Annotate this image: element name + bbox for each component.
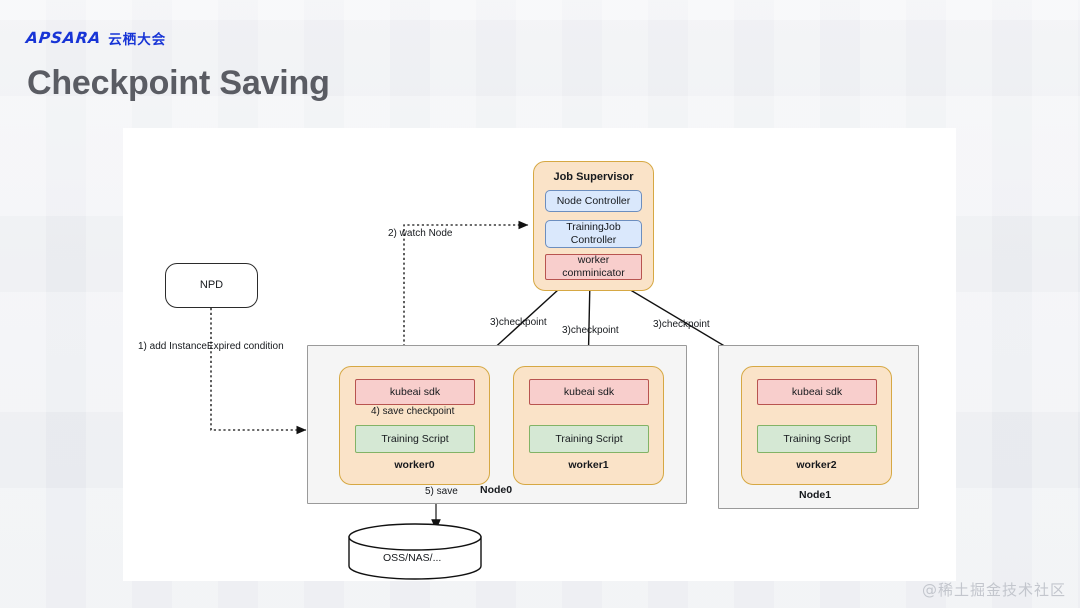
edge-label-step3-b: 3)checkpoint [562,325,619,336]
group-node0-label: Node0 [480,484,513,496]
worker0-kubeai-sdk-box: kubeai sdk [355,379,475,405]
worker1-kubeai-sdk-label: kubeai sdk [563,385,615,398]
worker-communicator-label: worker comminicator [562,254,625,279]
edge-label-step1: 1) add InstanceExpired condition [138,341,284,352]
worker1-training-script-box: Training Script [529,425,649,453]
worker0-label: worker0 [394,459,435,471]
edge-label-step2: 2) watch Node [388,228,453,239]
worker2-kubeai-sdk-label: kubeai sdk [791,385,843,398]
edge-label-step4: 4) save checkpoint [371,406,455,417]
trainingjob-controller-box: TrainingJob Controller [545,220,642,248]
worker2-label: worker2 [796,459,837,471]
worker2-training-script-label: Training Script [783,432,851,445]
npd-label: NPD [199,278,224,291]
npd-box: NPD [165,263,258,308]
job-supervisor-title: Job Supervisor [553,171,634,183]
edge-label-step5: 5) save [425,486,458,497]
worker-communicator-box: worker comminicator [545,254,642,280]
trainingjob-controller-label: TrainingJob Controller [566,221,621,246]
group-node1-label: Node1 [799,489,832,501]
watermark: @稀土掘金技术社区 [921,581,1066,599]
storage-label: OSS/NAS/... [383,552,442,564]
brand-chinese-text: 云栖大会 [108,32,167,48]
job-supervisor-box: Job Supervisor Node Controller TrainingJ… [533,161,654,291]
worker0-training-script-label: Training Script [381,432,449,445]
node-controller-box: Node Controller [545,190,642,212]
worker1-box: kubeai sdk Training Script worker1 [513,366,664,485]
worker0-box: kubeai sdk Training Script worker0 [339,366,490,485]
worker0-training-script-box: Training Script [355,425,475,453]
worker2-kubeai-sdk-box: kubeai sdk [757,379,877,405]
storage-cylinder-shape [348,523,482,580]
node-controller-label: Node Controller [556,194,631,207]
worker2-training-script-box: Training Script [757,425,877,453]
edge-label-step3-a: 3)checkpoint [490,317,547,328]
edge-label-step3-c: 3)checkpoint [653,319,710,330]
worker1-training-script-label: Training Script [555,432,623,445]
worker1-kubeai-sdk-box: kubeai sdk [529,379,649,405]
apsara-logo: APSARA 云栖大会 [25,28,167,48]
page-title: Checkpoint Saving [27,64,330,102]
worker0-kubeai-sdk-label: kubeai sdk [389,385,441,398]
worker2-box: kubeai sdk Training Script worker2 [741,366,892,485]
worker1-label: worker1 [568,459,609,471]
brand-apsara-text: APSARA [25,29,103,47]
